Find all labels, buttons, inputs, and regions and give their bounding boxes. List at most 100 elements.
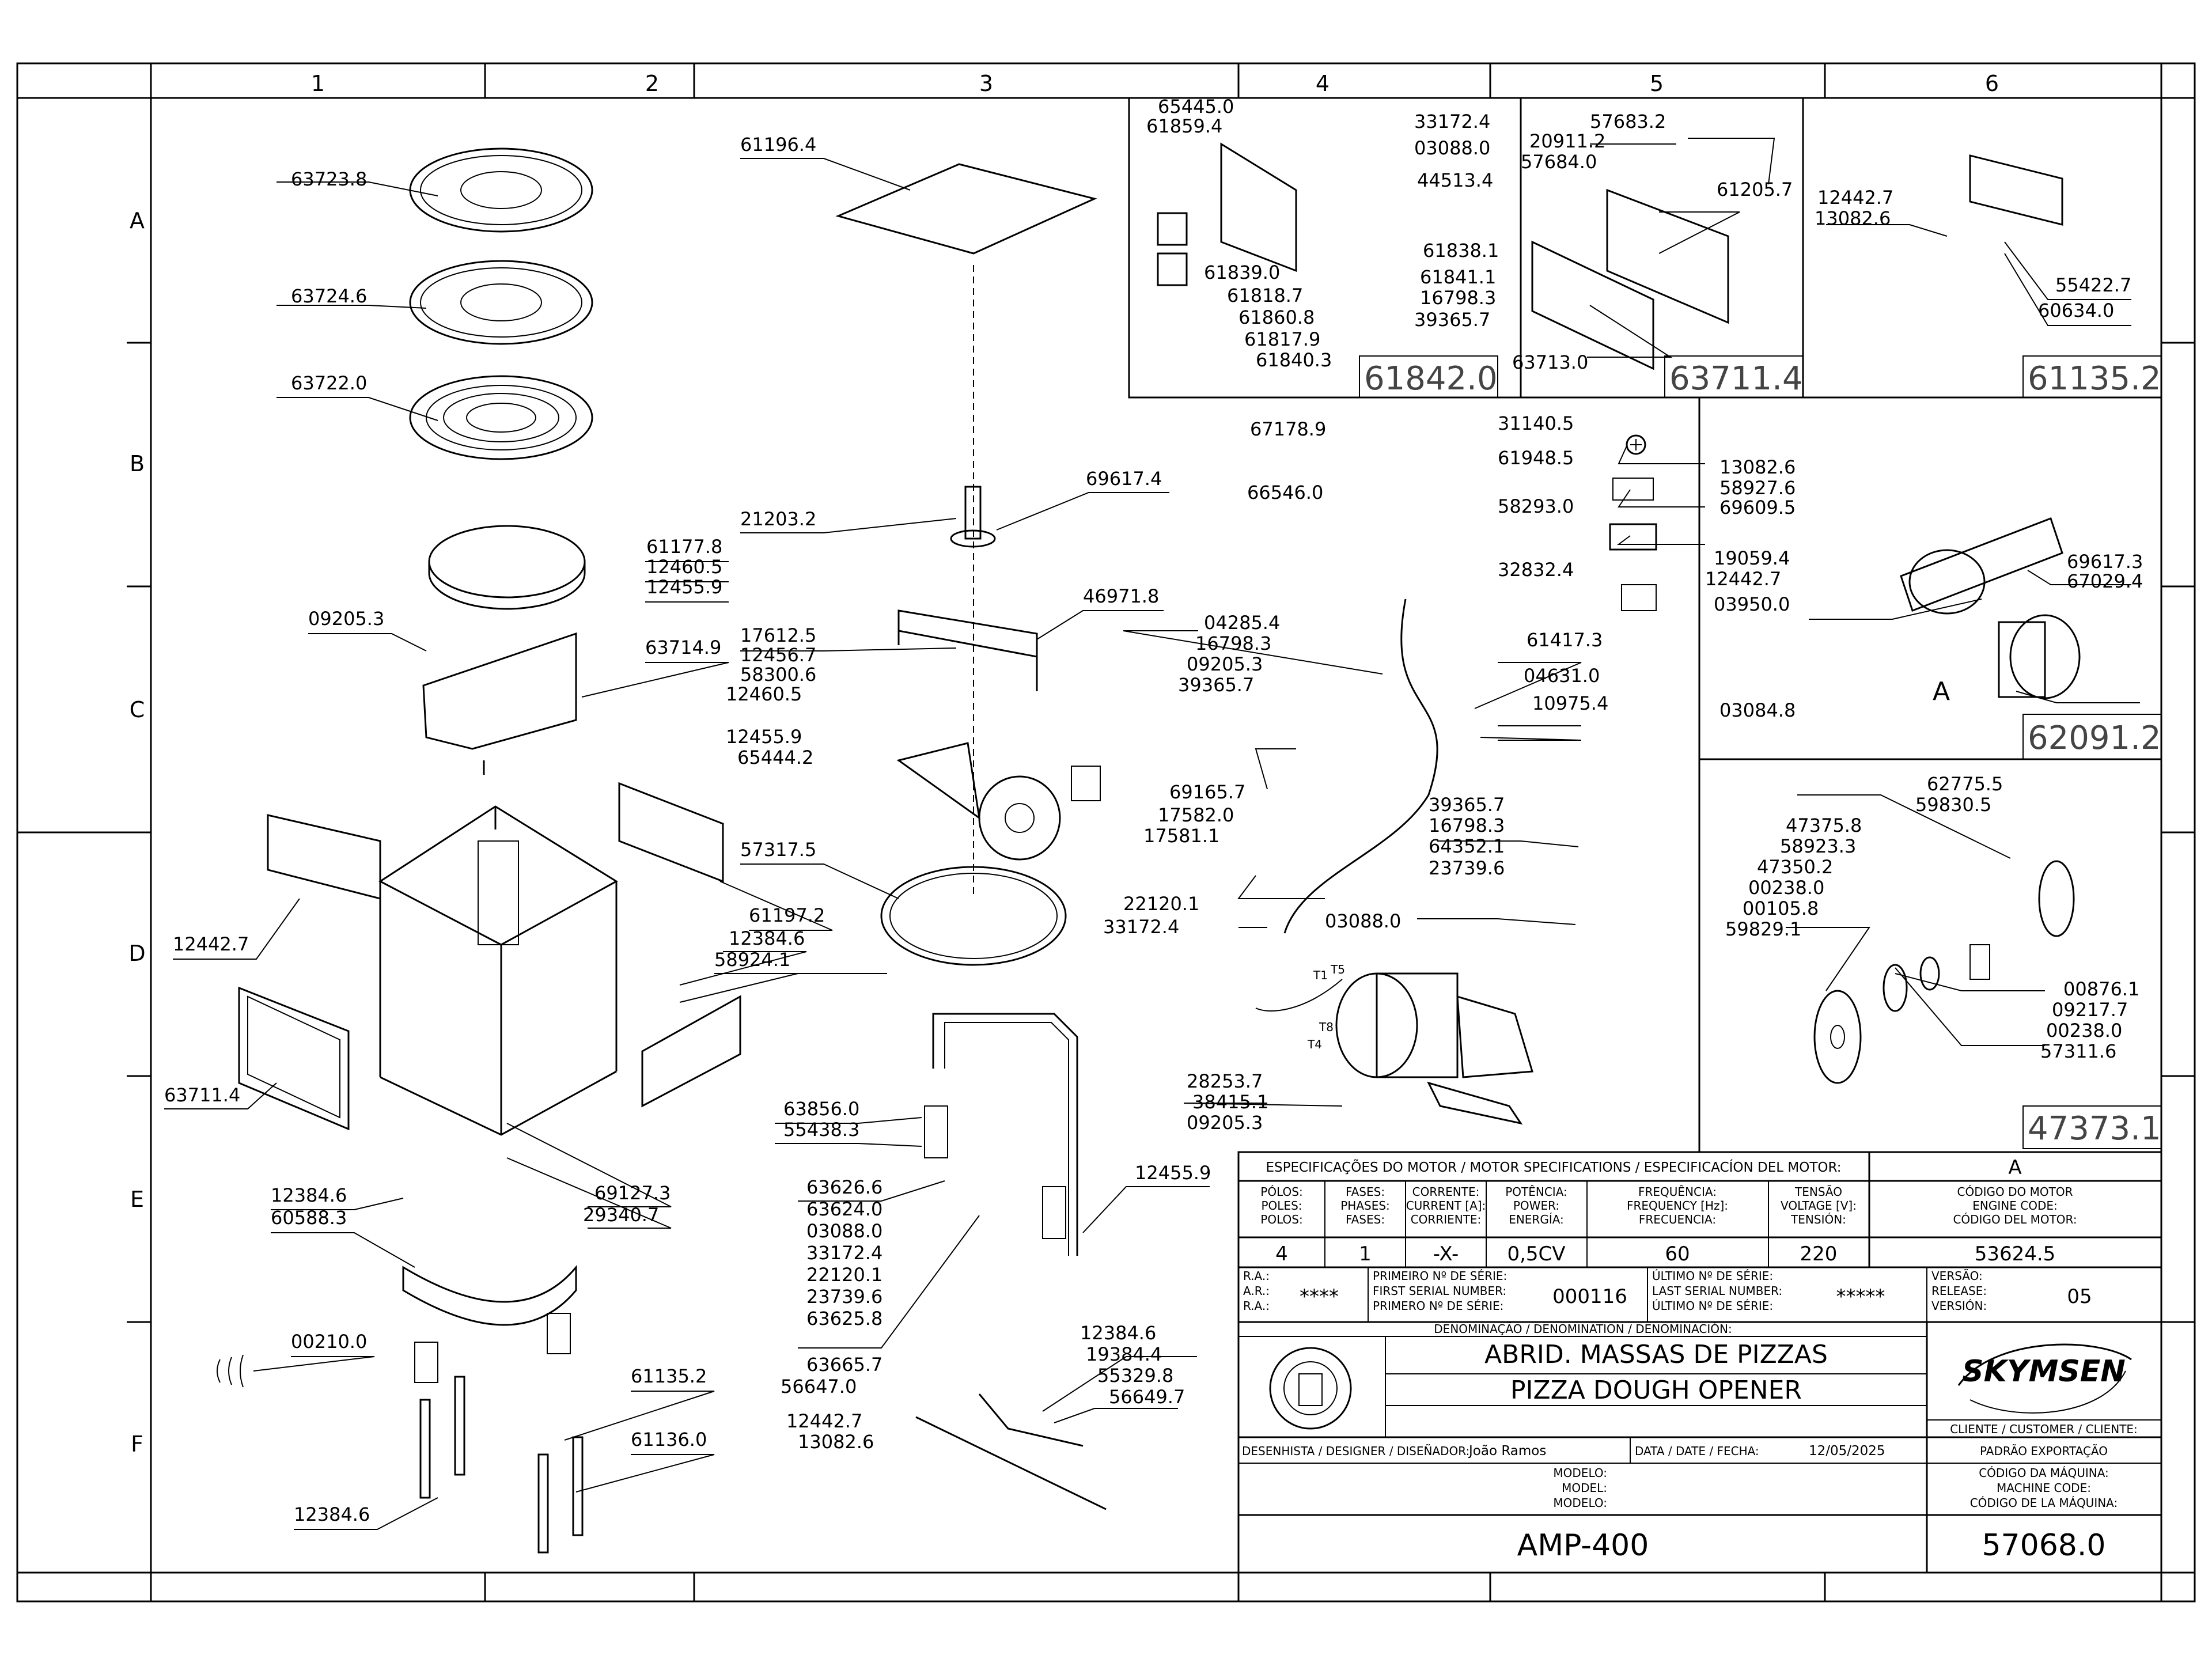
freq-label-en: FREQUENCY [Hz]: [1627,1199,1728,1213]
last-serial-label-pt: ÚLTIMO Nº DE SÉRIE: [1652,1269,1773,1283]
detail-boxes [1128,97,2162,1152]
box-62091: 62091.2 [2028,719,2161,757]
label-22120-a: 22120.1 [806,1264,882,1286]
machine-code-label-en: MACHINE CODE: [1997,1481,2091,1495]
label-12456: 12456.7 [740,644,816,666]
voltage-label-en: VOLTAGE [V]: [1781,1199,1857,1213]
label-67029: 67029.4 [2067,570,2143,592]
label-04631: 04631.0 [1524,665,1600,687]
current-label-en: CURRENT [A]: [1406,1199,1486,1213]
box-61135: 61135.2 [2028,360,2161,397]
version-label-pt: VERSÃO: [1931,1269,1983,1283]
label-19384: 19384.4 [1086,1343,1162,1365]
power-label-en: POWER: [1513,1199,1559,1213]
label-39365-c: 39365.7 [1429,794,1505,816]
engine-code-label-pt: CÓDIGO DO MOTOR [1957,1185,2073,1199]
label-63723: 63723.8 [291,168,367,190]
denomination-label: DENOMINAÇÃO / DENOMINATION / DENOMINACIÓ… [1434,1322,1732,1336]
wire-label-t8: T8 [1319,1020,1334,1034]
label-12442-c: 12442.7 [1817,187,1893,209]
label-58924: 58924.1 [714,949,790,971]
label-03088-c: 03088.0 [1325,910,1401,932]
phases-label-es: FASES: [1346,1213,1385,1226]
power-label-pt: POTÊNCIA: [1505,1185,1567,1199]
title-block [1237,1151,2162,1574]
label-63722: 63722.0 [291,372,367,394]
label-63856: 63856.0 [783,1098,859,1120]
label-09205-a: 09205.3 [308,608,384,630]
label-03950: 03950.0 [1714,593,1790,615]
label-69617-b: 69617.3 [2067,551,2143,573]
label-38415: 38415.1 [1192,1091,1268,1113]
wire-label-t5: T5 [1330,963,1345,976]
label-61817: 61817.9 [1244,328,1320,350]
label-12460-a: 12460.5 [646,556,722,578]
label-10975: 10975.4 [1532,692,1608,714]
label-61818: 61818.7 [1227,285,1303,306]
label-00210: 00210.0 [291,1331,367,1353]
row-label-e: E [130,1187,144,1212]
engine-code-label-es: CÓDIGO DEL MOTOR: [1953,1213,2077,1226]
label-12384-b: 12384.6 [271,1184,347,1206]
label-17582: 17582.0 [1158,804,1234,826]
label-09205-b: 09205.3 [1187,653,1263,675]
date-label: DATA / DATE / FECHA: [1635,1444,1759,1458]
phases-label-en: PHASES: [1340,1199,1390,1213]
label-09217: 09217.7 [2052,999,2128,1021]
phases-value: 1 [1359,1243,1372,1266]
label-03088-b: 03088.0 [1414,137,1490,159]
label-58923: 58923.3 [1780,835,1856,857]
engine-code-value: 53624.5 [1975,1243,2056,1266]
engine-code-label-en: ENGINE CODE: [1972,1199,2057,1213]
label-60634: 60634.0 [2038,300,2114,321]
poles-value: 4 [1275,1243,1288,1266]
label-17612: 17612.5 [740,624,816,646]
row-label-f: F [131,1431,143,1457]
label-61859: 61859.4 [1146,115,1222,137]
label-61840: 61840.3 [1256,349,1332,371]
label-23739-b: 23739.6 [1429,857,1505,879]
label-61841: 61841.1 [1420,266,1496,288]
label-69165: 69165.7 [1169,781,1245,803]
row-label-c: C [130,697,145,722]
label-12384-a: 12384.6 [729,927,805,949]
label-63624: 63624.0 [806,1198,882,1220]
col-label-6: 6 [1985,71,1999,96]
machine-code-value: 57068.0 [1982,1528,2105,1563]
label-57311: 57311.6 [2040,1040,2116,1062]
label-61838: 61838.1 [1423,240,1499,262]
version-label-es: VERSIÓN: [1931,1299,1987,1313]
label-61135-b: 61135.2 [631,1365,707,1387]
label-44513: 44513.4 [1417,169,1493,191]
label-55438: 55438.3 [783,1119,859,1141]
row-label-b: B [130,451,145,476]
label-21203: 21203.2 [740,508,816,530]
label-03088-a: 03088.0 [806,1220,882,1242]
label-62775: 62775.5 [1927,773,2003,795]
label-57684: 57684.0 [1521,151,1597,173]
label-63625: 63625.8 [806,1308,882,1330]
power-label-es: ENERGÍA: [1509,1213,1564,1226]
row-label-d: D [128,941,145,966]
phases-label-pt: FASES: [1346,1185,1385,1199]
ra-label-1: R.A.: [1243,1269,1270,1283]
label-04285: 04285.4 [1204,612,1280,634]
wire-label-t4: T4 [1307,1037,1322,1051]
freq-label-pt: FREQUÊNCIA: [1638,1185,1717,1199]
label-57683: 57683.2 [1590,111,1666,132]
version-value: 05 [2067,1285,2092,1308]
label-56647: 56647.0 [781,1376,857,1397]
label-47375: 47375.8 [1786,815,1862,836]
client-label: CLIENTE / CUSTOMER / CLIENTE: [1950,1422,2138,1436]
model-label-es: MODELO: [1553,1496,1607,1510]
label-22120-b: 22120.1 [1123,893,1199,915]
label-58927: 58927.6 [1719,477,1796,499]
motor-spec-header: ESPECIFICAÇÕES DO MOTOR / MOTOR SPECIFIC… [1266,1158,1841,1175]
version-label-en: RELEASE: [1931,1284,1987,1298]
label-03084: 03084.8 [1719,699,1796,721]
current-value: -X- [1433,1243,1459,1266]
part-labels: 63723.8 63724.6 63722.0 61177.8 12460.5 … [164,96,2143,1525]
denomination-en: PIZZA DOUGH OPENER [1510,1376,1802,1405]
label-58300: 58300.6 [740,664,816,685]
